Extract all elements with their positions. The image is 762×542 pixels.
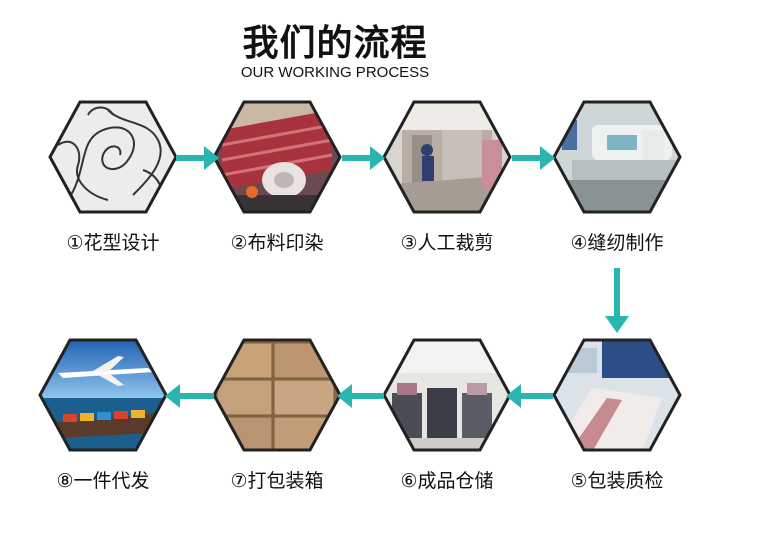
step-label: ⑧一件代发: [56, 470, 150, 492]
arrow-right-icon: [512, 146, 555, 170]
step-label: ②布料印染: [230, 232, 324, 254]
step-label: ③人工裁剪: [400, 232, 494, 254]
quality-inspection-image: [552, 338, 682, 452]
arrow-left-icon: [165, 384, 214, 408]
step-label: ④缝纫制作: [570, 232, 664, 254]
step-label: ⑤包装质检: [570, 470, 664, 492]
floral-design-image: [48, 100, 178, 214]
step-label: ⑦打包装箱: [230, 470, 324, 492]
arrow-right-icon: [342, 146, 385, 170]
page-subtitle: OUR WORKING PROCESS: [240, 64, 430, 81]
step-label: ①花型设计: [66, 232, 160, 254]
packing-boxes-image: [212, 338, 342, 452]
warehouse-image: [382, 338, 512, 452]
step-label: ⑥成品仓储: [400, 470, 494, 492]
sewing-image: [552, 100, 682, 214]
arrow-left-icon: [506, 384, 553, 408]
manual-cutting-image: [382, 100, 512, 214]
arrow-right-icon: [176, 146, 219, 170]
arrow-down-icon: [605, 268, 629, 333]
fabric-dyeing-image: [212, 100, 342, 214]
page-title: 我们的流程: [242, 23, 428, 64]
shipping-image: [38, 338, 168, 452]
arrow-left-icon: [337, 384, 384, 408]
